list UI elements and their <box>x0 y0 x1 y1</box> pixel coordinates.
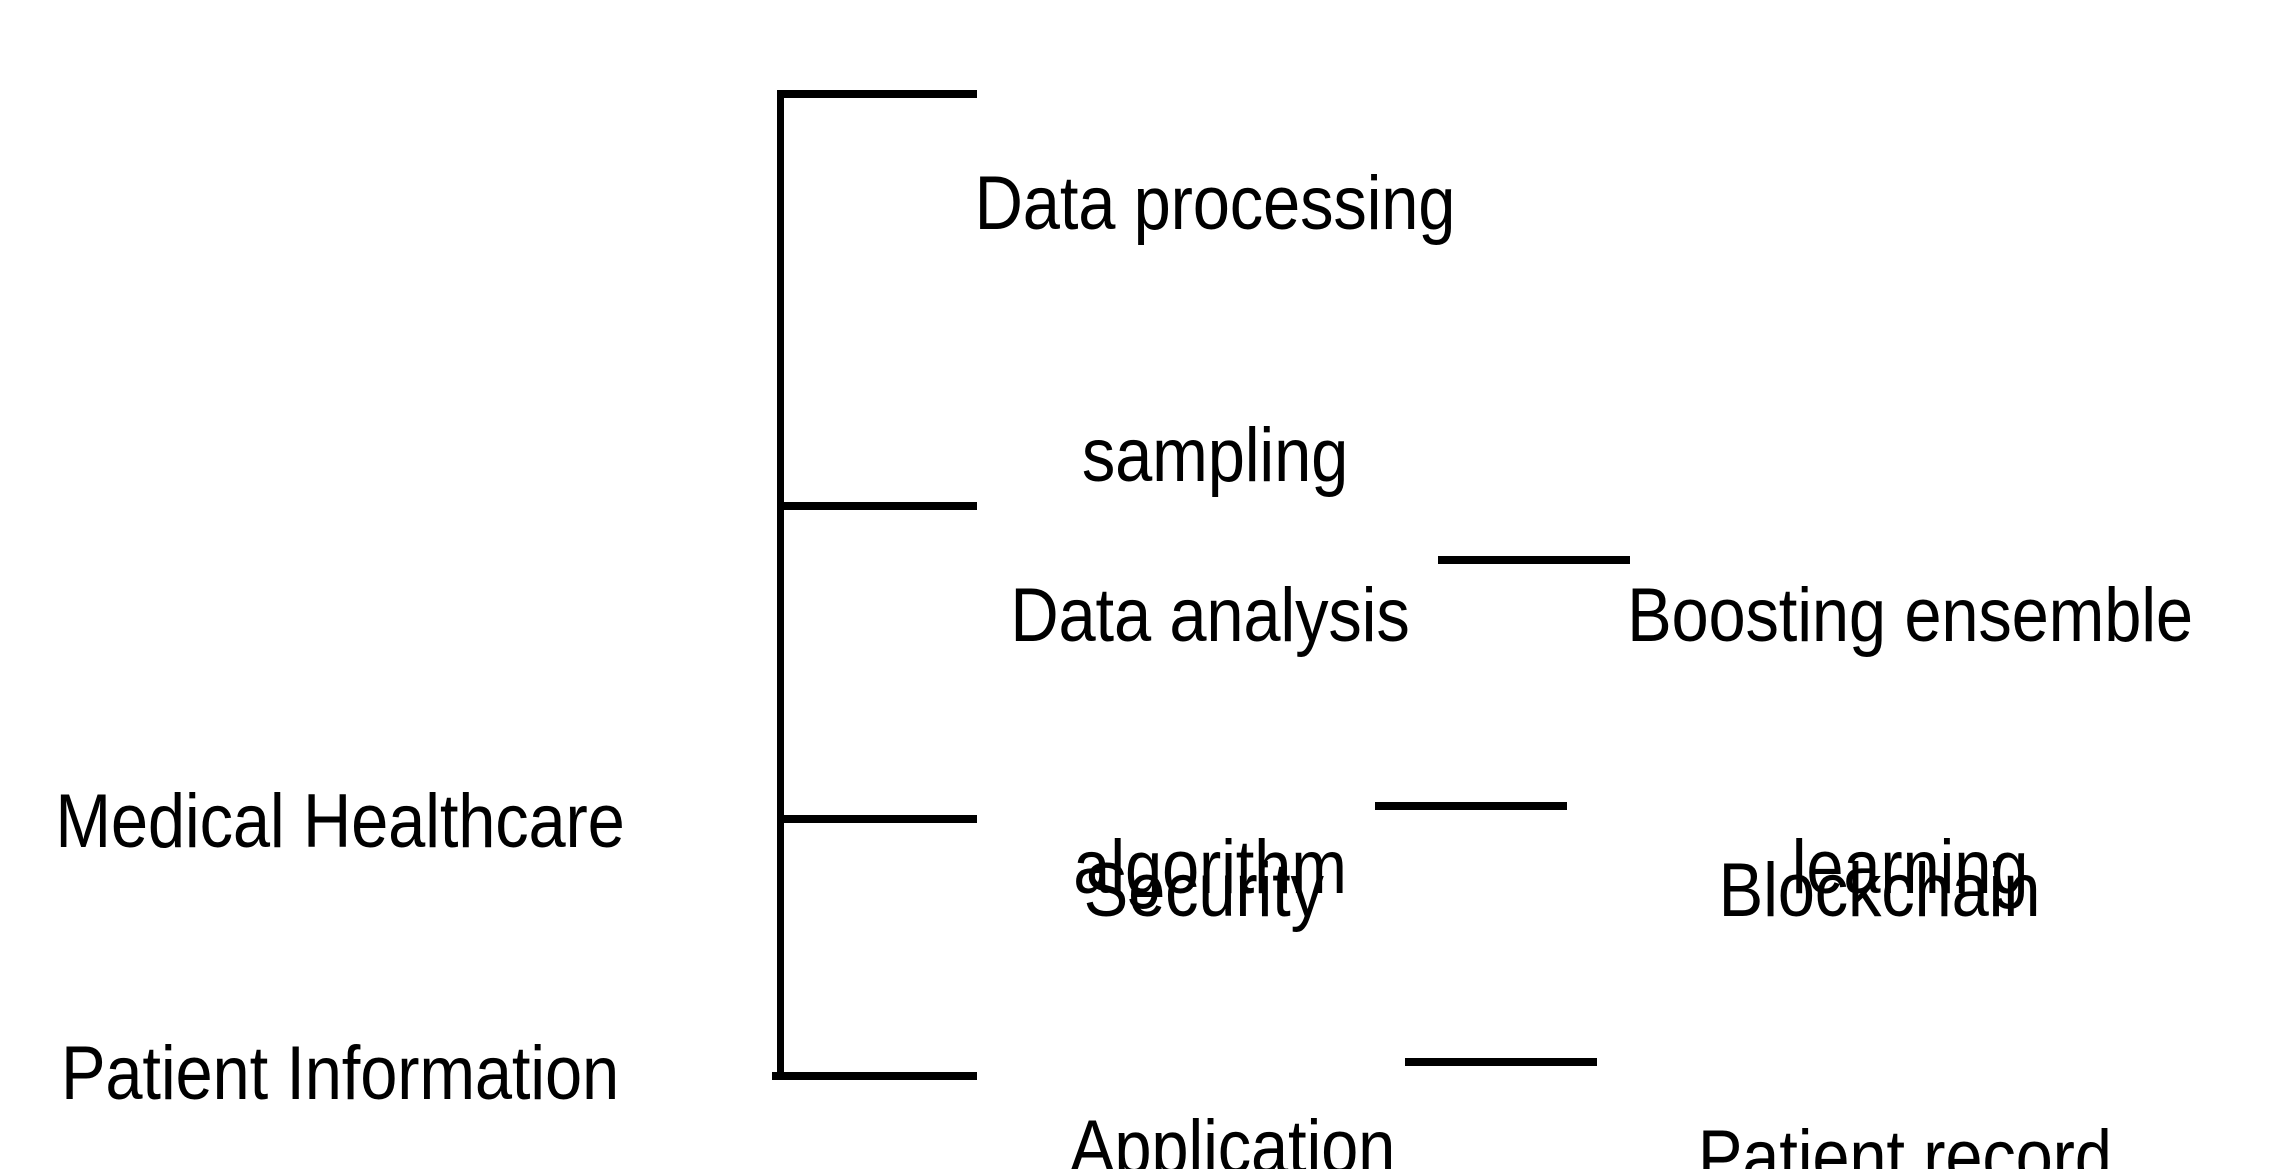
root-node-label-line-1: Medical Healthcare <box>55 779 625 864</box>
branch-label-application: Application <box>1000 1022 1395 1169</box>
branch-line-application <box>772 1072 977 1080</box>
leaf-label-patient-record-line-1: Patient record, <box>1697 1115 2131 1169</box>
branch-label-security-line-1: Security <box>1083 848 1324 933</box>
branch-line-data-processing <box>777 90 977 98</box>
leaf-label-blockchain-line-1: Blockchain <box>1718 848 2041 933</box>
branch-line-security <box>777 815 977 823</box>
branch-label-application-line-1: Application <box>1069 1105 1396 1169</box>
branch-label-data-analysis: Data analysis algorithm <box>981 406 1439 1078</box>
branch-label-data-analysis-line-1: Data analysis <box>1010 573 1410 658</box>
leaf-label-boosting-line-1: Boosting ensemble <box>1627 573 2193 658</box>
branch-line-data-analysis <box>777 502 977 510</box>
branch-label-data-processing-line-2: sampling <box>1081 413 1349 498</box>
connector-line-data-analysis-to-boosting <box>1438 556 1630 564</box>
branch-label-security: Security <box>1010 765 1324 1017</box>
root-node-label-line-2: Patient Information <box>60 1031 620 1116</box>
leaf-label-boosting-ensemble-learning: Boosting ensemble learning <box>1584 406 2235 1078</box>
leaf-label-patient-record-hospital-management: Patient record, hospital management <box>1589 948 2238 1169</box>
branch-label-data-processing-line-1: Data processing <box>974 161 1456 246</box>
leaf-label-blockchain: Blockchain <box>1645 765 2041 1017</box>
trunk-vertical-line <box>777 94 784 1080</box>
branch-label-data-analysis-line-2: algorithm <box>1073 825 1347 910</box>
connector-line-application-to-patient-record <box>1405 1058 1597 1066</box>
leaf-label-boosting-line-2: learning <box>1791 825 2029 910</box>
root-node-label: Medical Healthcare Patient Information <box>41 612 639 1169</box>
branch-label-data-processing: Data processing sampling <box>969 0 1462 666</box>
connector-line-security-to-blockchain <box>1375 802 1567 810</box>
